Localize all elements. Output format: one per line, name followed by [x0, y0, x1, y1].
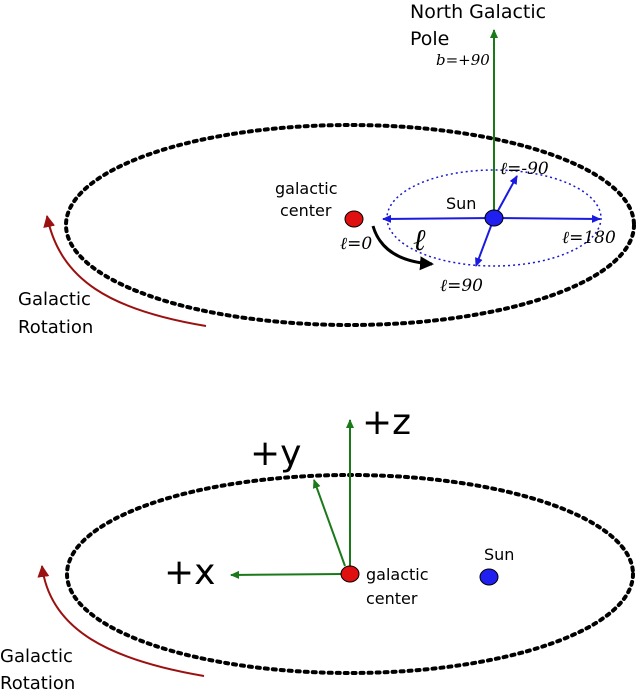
l-90-label: ℓ=90 — [440, 276, 483, 296]
galactic-center-dot-bottom — [340, 565, 360, 583]
sun-local-orbit — [386, 169, 602, 267]
longitude-symbol: ℓ — [413, 223, 426, 258]
rotation-label-line1: Galactic — [18, 289, 91, 310]
sun-label: Sun — [446, 194, 476, 213]
bottom-diagram: +z +y +x galactic center Sun Galactic Ro… — [0, 402, 635, 692]
x-axis-label: +x — [164, 552, 215, 593]
x-axis-arrow — [230, 570, 344, 579]
north-pole-label-line2: Pole — [410, 28, 449, 50]
galactic-rotation-arrow-bottom — [37, 565, 205, 677]
rotation-label-line2-bottom: Rotation — [0, 673, 75, 692]
rotation-label-line2: Rotation — [18, 317, 93, 338]
longitude-direction-arrow — [371, 225, 434, 271]
y-axis-arrow — [312, 479, 346, 567]
galactic-disk-outline — [64, 123, 636, 327]
y-axis-label: +y — [250, 433, 301, 474]
l-180-arrow — [493, 214, 601, 223]
center-label-line2: center — [280, 201, 332, 220]
center-label-line2-bottom: center — [366, 589, 418, 608]
l-zero-label: ℓ=0 — [340, 234, 372, 254]
l-minus90-label: ℓ=-90 — [500, 159, 549, 179]
galactic-center-dot — [344, 210, 364, 228]
rotation-label-line1-bottom: Galactic — [0, 646, 73, 667]
sun-dot-bottom — [479, 568, 499, 586]
l-zero-arrow — [382, 214, 495, 223]
pole-latitude-label: b=+90 — [436, 51, 490, 69]
north-pole-label-line1: North Galactic — [410, 1, 546, 23]
center-label-line1: galactic — [275, 179, 338, 198]
galactic-rotation-arrow — [43, 215, 207, 327]
top-diagram: North Galactic Pole b=+90 galactic cente… — [18, 1, 636, 338]
sun-label-bottom: Sun — [484, 545, 514, 564]
sun-dot — [484, 209, 504, 227]
center-label-line1-bottom: galactic — [366, 565, 429, 584]
l-180-label: ℓ=180 — [562, 228, 616, 248]
z-axis-label: +z — [362, 402, 411, 443]
